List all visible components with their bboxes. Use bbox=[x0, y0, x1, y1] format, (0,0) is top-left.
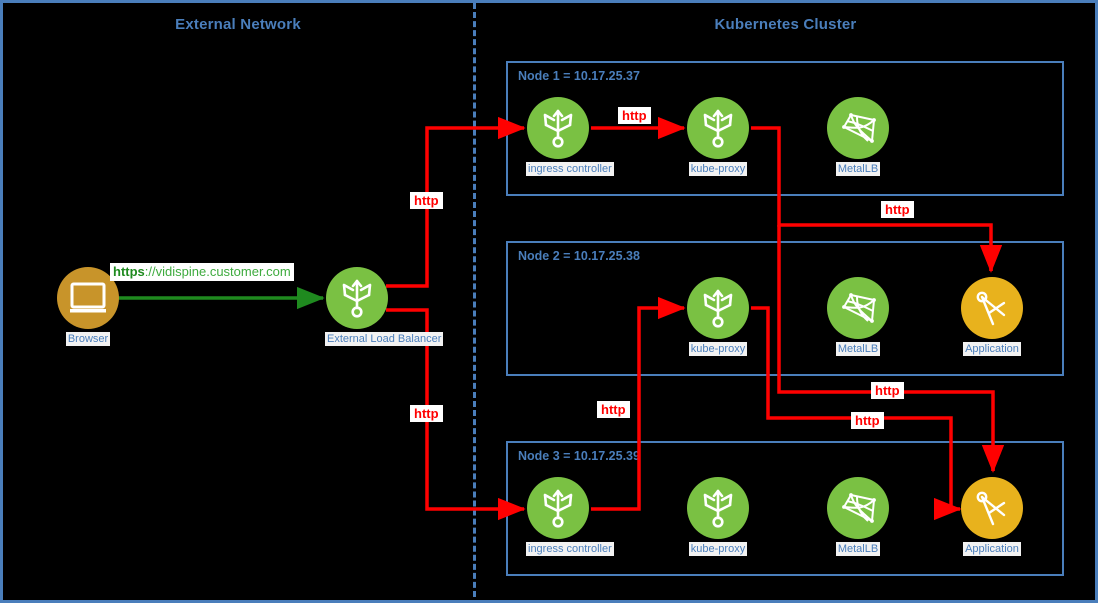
kube-proxy-circle bbox=[687, 277, 749, 339]
http-label-lb-to-node3: http bbox=[410, 405, 443, 422]
node3-kube-proxy-caption: kube-proxy bbox=[688, 542, 748, 556]
compass-icon bbox=[976, 291, 1006, 326]
mesh-net-icon bbox=[842, 113, 876, 143]
metallb-circle bbox=[827, 277, 889, 339]
node3-metallb-caption: MetalLB bbox=[835, 542, 881, 556]
node1-kube-proxy-caption: kube-proxy bbox=[688, 162, 748, 176]
node1-metallb-caption: MetalLB bbox=[835, 162, 881, 176]
browser-circle bbox=[57, 267, 119, 329]
http-label-lb-to-node1: http bbox=[410, 192, 443, 209]
node2-application-caption: Application bbox=[963, 342, 1021, 356]
kube-proxy-circle bbox=[687, 97, 749, 159]
http-label-ingress3-to-proxy2: http bbox=[597, 401, 630, 418]
component-node2-metallb[interactable]: MetalLB bbox=[826, 277, 890, 357]
load-balancer-icon bbox=[703, 489, 733, 528]
component-node3-metallb[interactable]: MetalLB bbox=[826, 477, 890, 557]
http-label-proxy1-to-app3: http bbox=[871, 382, 904, 399]
monitor-icon bbox=[70, 282, 106, 313]
application-circle bbox=[961, 277, 1023, 339]
kubernetes-cluster-title: Kubernetes Cluster bbox=[714, 16, 857, 33]
node1-ingress-controller-caption: ingress controller bbox=[526, 162, 614, 176]
node2-label: Node 2 = 10.17.25.38 bbox=[518, 249, 640, 263]
component-node2-application[interactable]: Application bbox=[960, 277, 1024, 357]
ingress-controller-circle bbox=[527, 97, 589, 159]
http-label-proxy2-to-app3: http bbox=[851, 412, 884, 429]
http-label-proxy1-to-app2: http bbox=[881, 201, 914, 218]
metallb-circle bbox=[827, 477, 889, 539]
mesh-net-icon bbox=[842, 493, 876, 523]
component-node3-application[interactable]: Application bbox=[960, 477, 1024, 557]
url-rest: ://vidispine.customer.com bbox=[144, 264, 291, 279]
http-label-ingress1-to-proxy1: http bbox=[618, 107, 651, 124]
url-scheme: https bbox=[113, 264, 145, 279]
kube-proxy-circle bbox=[687, 477, 749, 539]
component-node1-metallb[interactable]: MetalLB bbox=[826, 97, 890, 177]
component-node1-kube-proxy[interactable]: kube-proxy bbox=[686, 97, 750, 177]
load-balancer-icon bbox=[703, 289, 733, 328]
browser-caption: Browser bbox=[65, 332, 111, 346]
application-circle bbox=[961, 477, 1023, 539]
component-node3-ingress-controller[interactable]: ingress controller bbox=[526, 477, 614, 557]
mesh-net-icon bbox=[842, 293, 876, 323]
node3-application-caption: Application bbox=[963, 542, 1021, 556]
load-balancer-caption: External Load Balancer bbox=[325, 332, 444, 346]
node1-label: Node 1 = 10.17.25.37 bbox=[518, 69, 640, 83]
node2-kube-proxy-caption: kube-proxy bbox=[688, 342, 748, 356]
metallb-circle bbox=[827, 97, 889, 159]
node3-ingress-controller-caption: ingress controller bbox=[526, 542, 614, 556]
node3-label: Node 3 = 10.17.25.39 bbox=[518, 449, 640, 463]
load-balancer-icon bbox=[543, 489, 573, 528]
component-node1-ingress-controller[interactable]: ingress controller bbox=[526, 97, 614, 177]
component-external-load-balancer[interactable]: External Load Balancer bbox=[325, 267, 444, 347]
component-browser[interactable]: Browser bbox=[56, 267, 120, 347]
load-balancer-icon bbox=[703, 109, 733, 148]
node2-metallb-caption: MetalLB bbox=[835, 342, 881, 356]
component-node2-kube-proxy[interactable]: kube-proxy bbox=[686, 277, 750, 357]
compass-icon bbox=[976, 491, 1006, 526]
url-label: https://vidispine.customer.com bbox=[110, 263, 294, 281]
load-balancer-circle bbox=[326, 267, 388, 329]
component-node3-kube-proxy[interactable]: kube-proxy bbox=[686, 477, 750, 557]
external-network-title: External Network bbox=[175, 16, 301, 33]
network-boundary-divider bbox=[473, 3, 476, 600]
ingress-controller-circle bbox=[527, 477, 589, 539]
load-balancer-icon bbox=[342, 279, 372, 318]
load-balancer-icon bbox=[543, 109, 573, 148]
edge-lb-to-ingress1 bbox=[386, 116, 526, 288]
